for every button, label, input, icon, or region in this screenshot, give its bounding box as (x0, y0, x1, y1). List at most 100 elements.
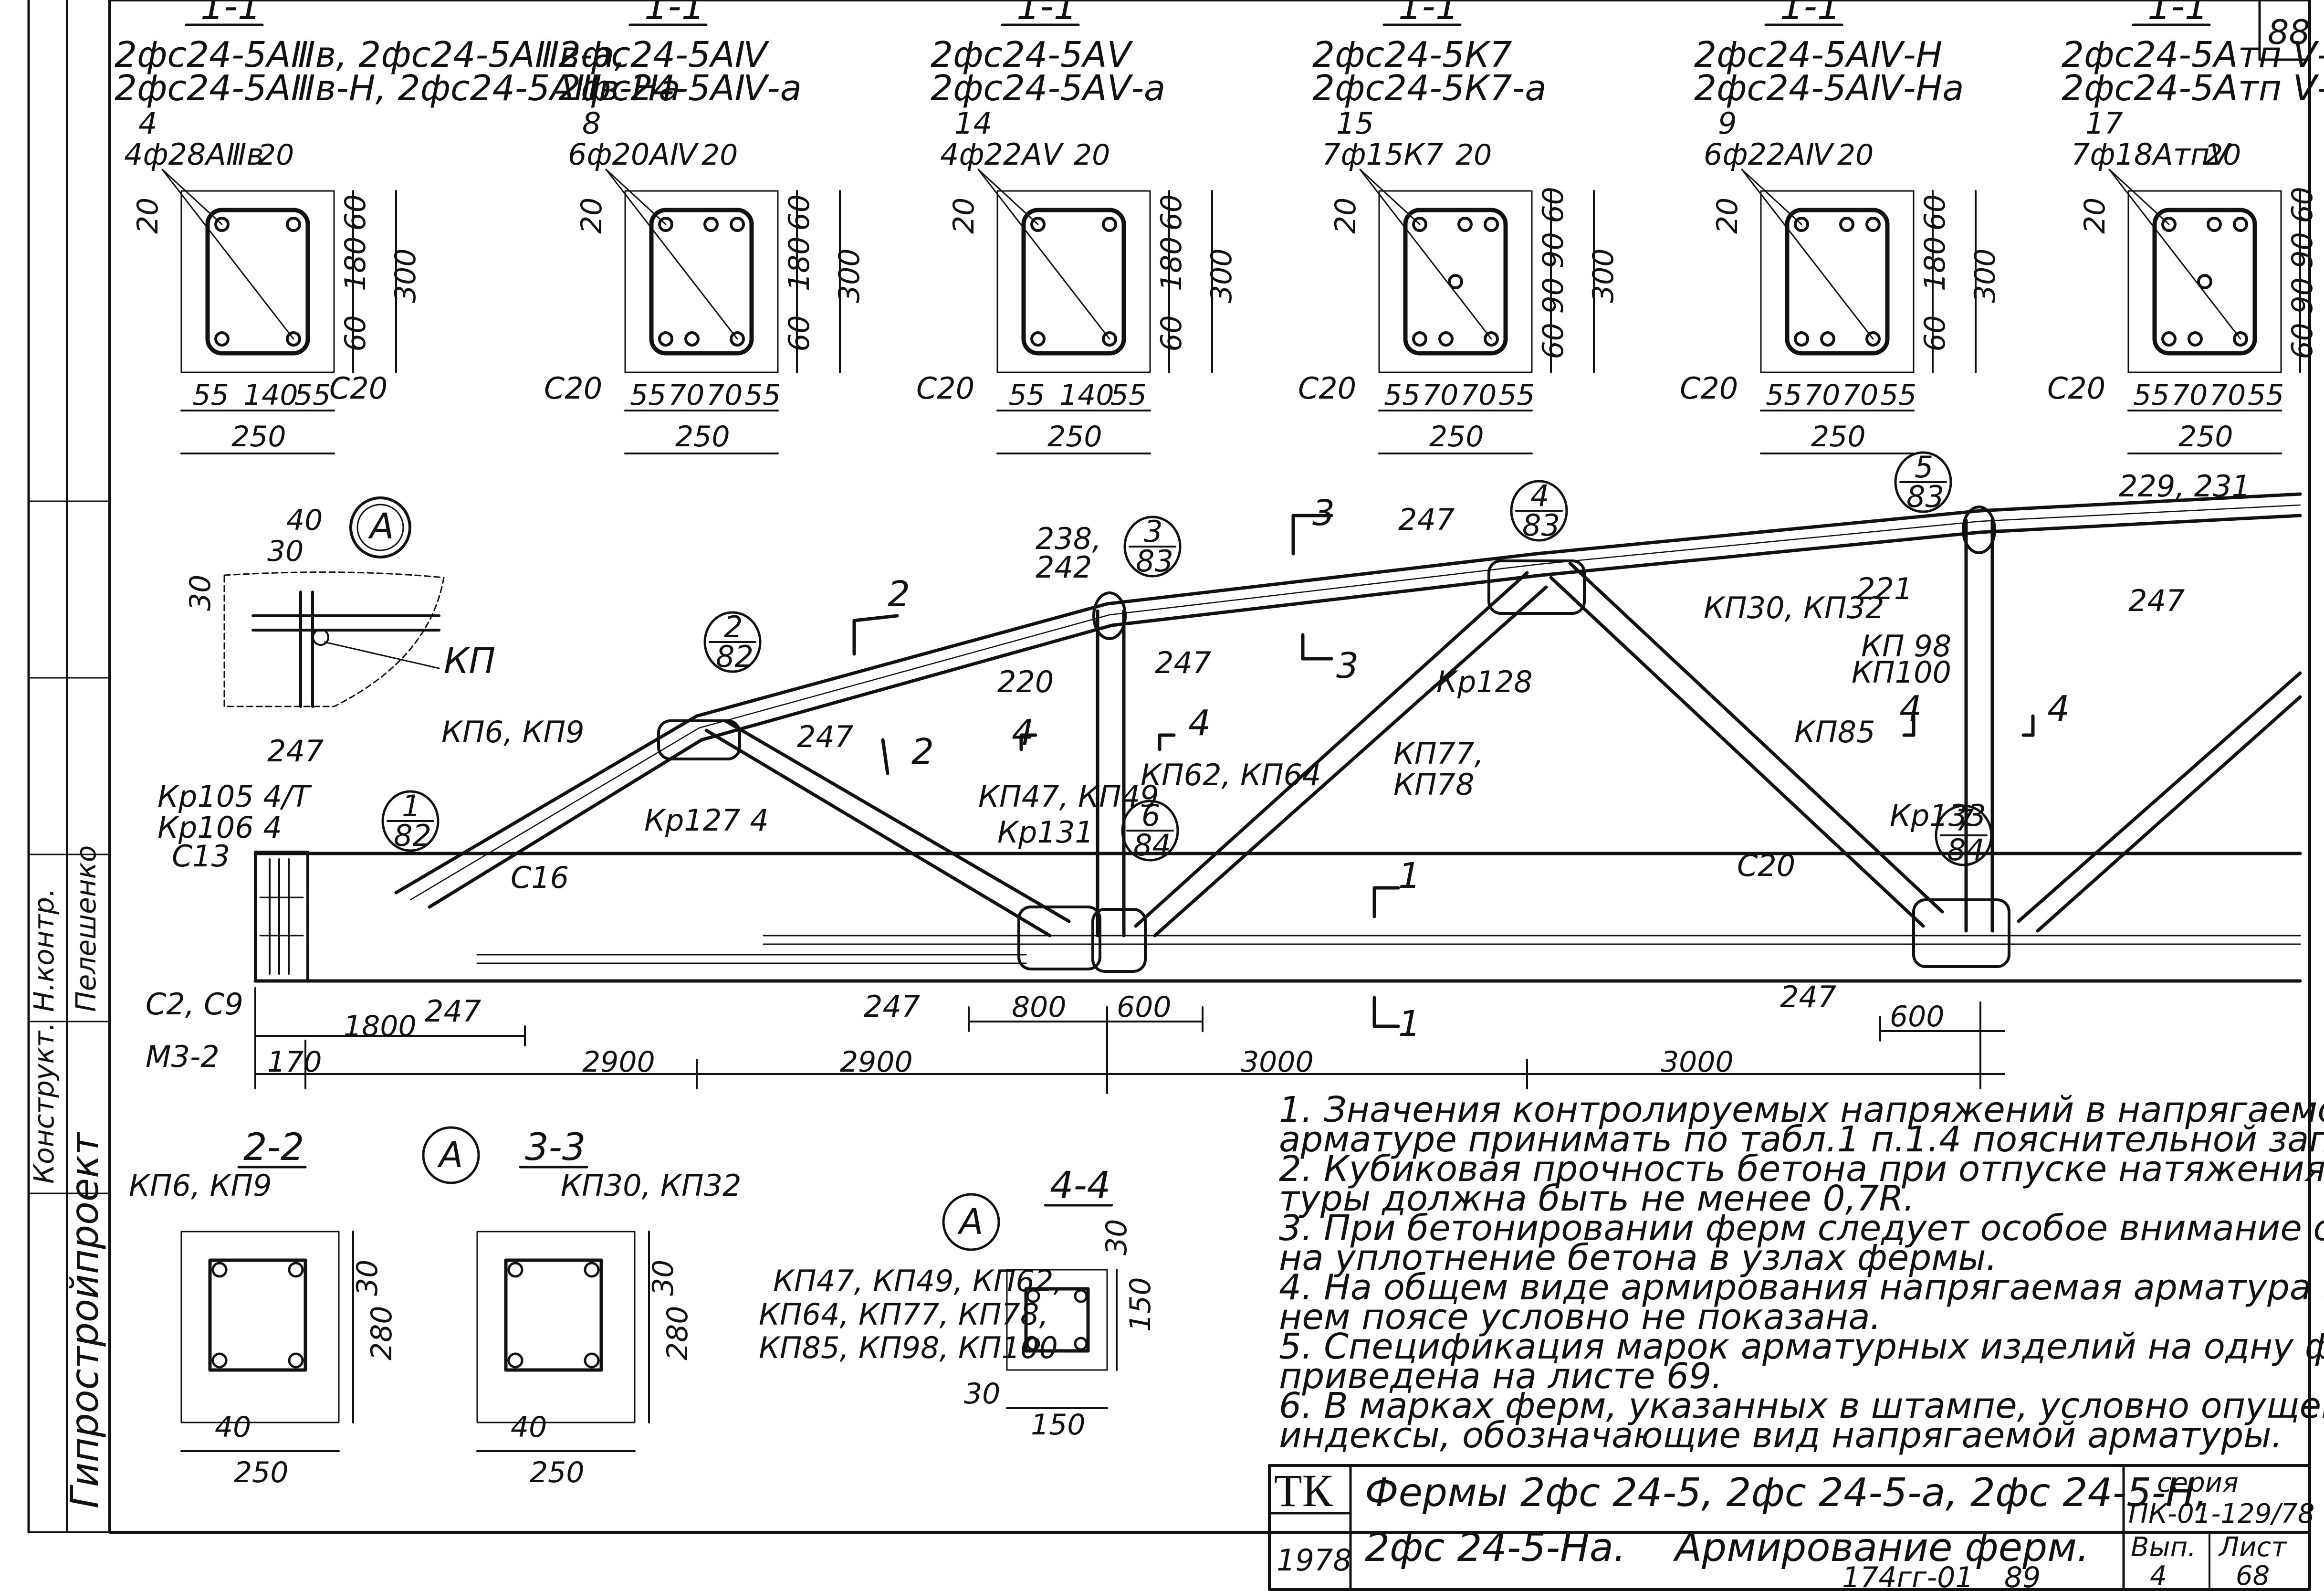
svg-text:7: 7 (1955, 803, 1974, 838)
issue-value: 4 (2150, 1560, 2167, 1591)
callout-3-83: 383 (1123, 514, 1182, 579)
section-dim-h: 70 (706, 379, 743, 412)
note-line: 4. На общем виде армирования напрягаемая… (1279, 1267, 2324, 1308)
node-top (657, 719, 741, 760)
svg-text:КП47, КП49, КП62,: КП47, КП49, КП62, (773, 1264, 1063, 1298)
section-width: 250 (675, 420, 730, 453)
svg-text:4: 4 (1012, 712, 1034, 753)
label-247: 247 (267, 734, 324, 769)
corner-page-box (2258, 0, 2311, 61)
section-outline (996, 190, 1151, 373)
callout-6-84: 684 (1121, 798, 1179, 863)
section-outline (1378, 190, 1533, 373)
label-247f: 247 (1398, 502, 1455, 537)
section-label: 1-1 (2147, 0, 2208, 28)
label-238: 238, (1036, 521, 1101, 556)
section-dim-h: 55 (1498, 379, 1535, 412)
node-bottom (1091, 908, 1147, 973)
label-247h: 247 (1780, 980, 1836, 1014)
label-kp100: КП100 (1852, 655, 1951, 690)
note-line: 3. При бетонировании ферм следует особое… (1279, 1208, 2324, 1249)
note-line: нем поясе условно не показана. (1279, 1296, 1881, 1338)
label-c13: С13 (172, 839, 230, 874)
rebar (1102, 331, 1117, 347)
rebar (1412, 217, 1427, 232)
section-num: 8 (582, 106, 601, 141)
section-outline (1760, 190, 1915, 373)
section-3-3: 3-3 КП30, КП32 30 280 40 250 (476, 1126, 741, 1489)
section-mark-1: 2фс24-5АⅣ (558, 34, 770, 75)
rebar (658, 217, 673, 232)
section-dim-side: 20 (131, 198, 165, 234)
section-bars: 7ф18АтпⅤ (2071, 137, 2232, 172)
section-stirrup (1021, 208, 1126, 356)
section-dim-v: 90 (1537, 277, 1570, 314)
label-247d: 247 (1155, 645, 1211, 680)
section-dim-side: 20 (575, 198, 608, 234)
callout-1-82: 182 (381, 789, 440, 853)
section-stirrup-label: С20 (916, 371, 974, 406)
sheet-label: Лист (2218, 1532, 2287, 1563)
dim-30: 30 (267, 535, 304, 568)
label-247g: 247 (2128, 583, 2185, 618)
rebar (214, 217, 230, 232)
section-mark-1: 2фс24-5АⅤ (931, 34, 1133, 75)
section-side: 20 (258, 138, 294, 172)
detail-a-marker-2: А (422, 1126, 480, 1184)
section-dim-v: 60 (1155, 194, 1188, 231)
svg-text:40: 40 (215, 1411, 251, 1444)
rebar (1412, 331, 1427, 347)
label-kp85: КП85 (1794, 715, 1875, 749)
detail-a-marker (349, 496, 411, 558)
section-dim-v: 90 (2286, 277, 2319, 314)
svg-text:КП30, КП32: КП30, КП32 (561, 1168, 741, 1203)
svg-text:5: 5 (1915, 450, 1933, 485)
label-kp4749: КП47, КП49 (978, 779, 1159, 814)
svg-text:30: 30 (964, 1377, 1000, 1411)
node-top (1487, 559, 1586, 615)
rebar (2188, 331, 2203, 347)
label-247b: 247 (425, 994, 481, 1029)
section-dim-side: 20 (2078, 198, 2112, 234)
note-line: 6. В марках ферм, указанных в штампе, ус… (1279, 1385, 2324, 1426)
dim-800: 800 (1012, 990, 1067, 1024)
svg-text:2: 2 (911, 731, 934, 772)
section-mark-1: 2фс24-5АⅣ-Н (1694, 34, 1942, 75)
node-bottom (1017, 906, 1101, 970)
section-dim-h: 70 (2209, 379, 2246, 412)
section-dim-v: 60 (783, 194, 816, 231)
rebar (214, 331, 230, 347)
section-dim-h: 55 (1110, 379, 1147, 412)
section-dim-total: 300 (1205, 248, 1238, 303)
dim-2900a: 2900 (582, 1045, 655, 1079)
detail-a-outline (223, 571, 445, 707)
section-side: 20 (2205, 138, 2241, 172)
note-line: приведена на листе 69. (1279, 1356, 1723, 1397)
section-dim-h: 140 (243, 379, 298, 412)
label-kp127: Кр127 4 (644, 803, 769, 838)
rebar (1484, 217, 1499, 232)
section-bars: 4ф22АⅤ (940, 137, 1065, 172)
svg-text:280: 280 (365, 1306, 398, 1360)
section-dim-v: 90 (2286, 232, 2319, 268)
rebar (286, 217, 301, 232)
callout-2-82: 282 (703, 610, 762, 674)
section-outline (624, 190, 779, 373)
section-bars: 6ф22АⅣ (1704, 137, 1835, 172)
truss-labels: 40 30 30 КП 247 Кр105 4/T Кр106 4 С13 С2… (146, 469, 2251, 1074)
section-dim-v: 60 (2286, 187, 2319, 223)
label-kp3032: КП30, КП32 (1704, 590, 1884, 625)
rebar (730, 331, 745, 347)
label-kp7778b: КП78 (1393, 767, 1475, 802)
svg-text:83: 83 (1522, 508, 1560, 543)
section-dim-v: 60 (1918, 194, 1952, 231)
section-dim-h: 70 (1422, 379, 1458, 412)
section-mark-2: 2фс24-5АⅤ-а (931, 68, 1165, 109)
note-line: туры должна быть не менее 0,7R. (1279, 1178, 1915, 1219)
section-width: 250 (2178, 420, 2233, 453)
stamp-page: 89 (2004, 1561, 2041, 1591)
